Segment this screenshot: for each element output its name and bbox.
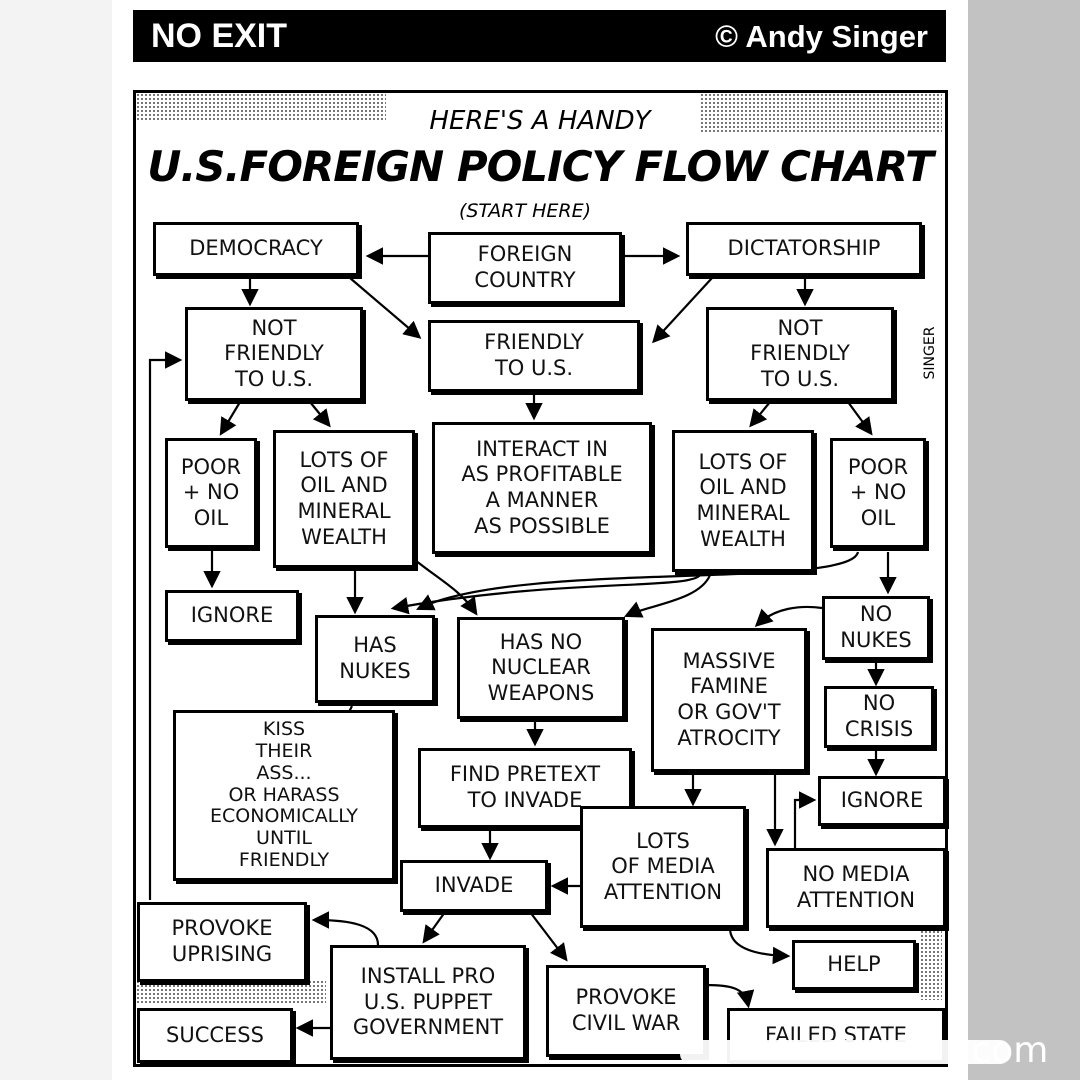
node-no-nukes: NO NUKES	[822, 596, 930, 660]
watermark-obscured	[680, 1040, 1010, 1064]
node-famine-atrocity: MASSIVE FAMINE OR GOV'T ATROCITY	[651, 628, 807, 772]
author-credit: © Andy Singer	[715, 19, 928, 54]
node-invade: INVADE	[400, 860, 548, 912]
node-friendly: FRIENDLY TO U.S.	[428, 320, 640, 392]
node-not-friendly-right: NOT FRIENDLY TO U.S.	[706, 307, 894, 401]
strip-title: NO EXIT	[151, 17, 288, 55]
comic-header: NO EXIT © Andy Singer	[133, 10, 946, 62]
node-poor-right: POOR + NO OIL	[830, 438, 926, 548]
node-ignore-left: IGNORE	[165, 590, 299, 642]
start-label: (START HERE)	[458, 200, 592, 222]
node-has-nukes: HAS NUKES	[315, 615, 435, 703]
node-not-friendly-left: NOT FRIENDLY TO U.S.	[185, 307, 363, 401]
stipple-shading	[136, 93, 386, 121]
node-no-media: NO MEDIA ATTENTION	[766, 848, 946, 928]
node-provoke-civil-war: PROVOKE CIVIL WAR	[546, 965, 706, 1057]
node-dictatorship: DICTATORSHIP	[686, 222, 922, 276]
watermark: .com	[960, 1030, 1049, 1071]
chart-title: U.S.FOREIGN POLICY FLOW CHART	[147, 142, 934, 191]
stipple-shading	[136, 980, 326, 1004]
node-foreign-country: FOREIGN COUNTRY	[428, 232, 622, 304]
node-poor-left: POOR + NO OIL	[165, 438, 257, 548]
node-oil-right: LOTS OF OIL AND MINERAL WEALTH	[672, 430, 814, 572]
stipple-shading	[700, 93, 942, 133]
node-interact: INTERACT IN AS PROFITABLE A MANNER AS PO…	[432, 422, 652, 554]
background-margin	[968, 0, 1080, 1080]
stipple-shading	[920, 930, 942, 1000]
node-no-crisis: NO CRISIS	[824, 686, 934, 748]
node-no-nuclear-weapons: HAS NO NUCLEAR WEAPONS	[457, 617, 625, 719]
node-ignore-right: IGNORE	[818, 776, 946, 826]
node-find-pretext: FIND PRETEXT TO INVADE	[418, 748, 632, 828]
node-help: HELP	[792, 940, 916, 990]
chart-pretitle: HERE'S A HANDY	[429, 106, 651, 136]
node-success: SUCCESS	[137, 1008, 293, 1063]
node-democracy: DEMOCRACY	[153, 222, 359, 276]
node-lots-media: LOTS OF MEDIA ATTENTION	[580, 806, 746, 928]
node-oil-left: LOTS OF OIL AND MINERAL WEALTH	[273, 430, 415, 568]
node-provoke-uprising: PROVOKE UPRISING	[137, 902, 307, 982]
node-kiss-or-harass: KISS THEIR ASS... OR HARASS ECONOMICALLY…	[173, 710, 395, 881]
node-install-puppet: INSTALL PRO U.S. PUPPET GOVERNMENT	[330, 945, 526, 1060]
